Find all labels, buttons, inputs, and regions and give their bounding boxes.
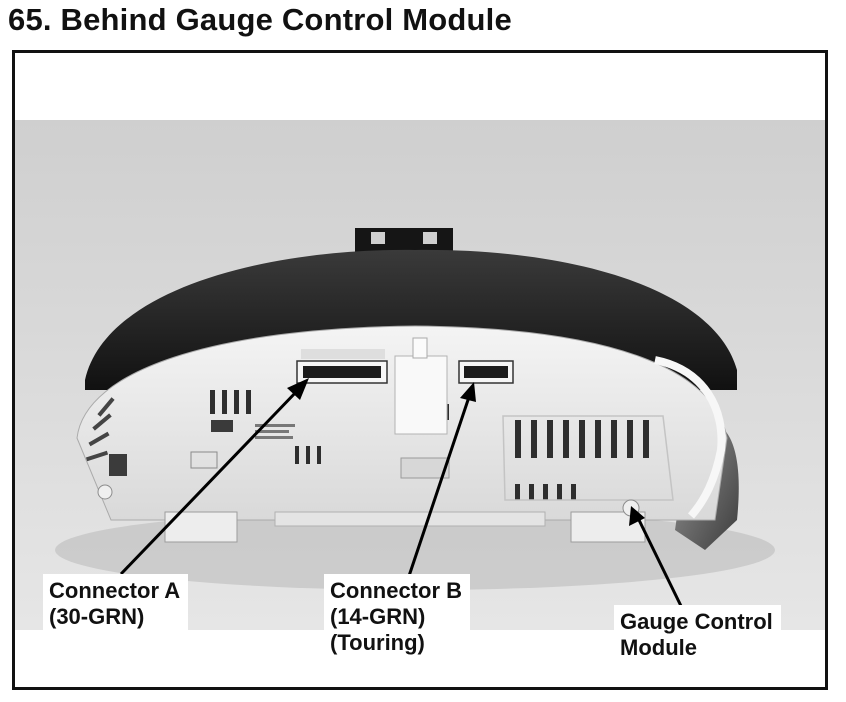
connector-a-label: Connector A (30-GRN) <box>43 574 189 633</box>
gauge-control-module-label-line2: Module <box>620 635 697 660</box>
connector-b-label-line2: (14-GRN) <box>330 604 426 629</box>
gauge-control-module-label-line1: Gauge Control <box>620 609 773 634</box>
connector-b-label-line1: Connector B <box>330 578 462 603</box>
gauge-module-photo <box>15 120 825 630</box>
page-title: 65. Behind Gauge Control Module <box>8 2 512 37</box>
connector-b-label: Connector B (14-GRN) (Touring) <box>324 574 470 659</box>
figure-frame: Connector A (30-GRN) Connector B (14-GRN… <box>12 50 828 690</box>
connector-a-label-line2: (30-GRN) <box>49 604 145 629</box>
connector-a-label-line1: Connector A <box>49 578 181 603</box>
gauge-control-module-label: Gauge Control Module <box>614 605 781 664</box>
connector-b-label-line3: (Touring) <box>330 630 425 655</box>
